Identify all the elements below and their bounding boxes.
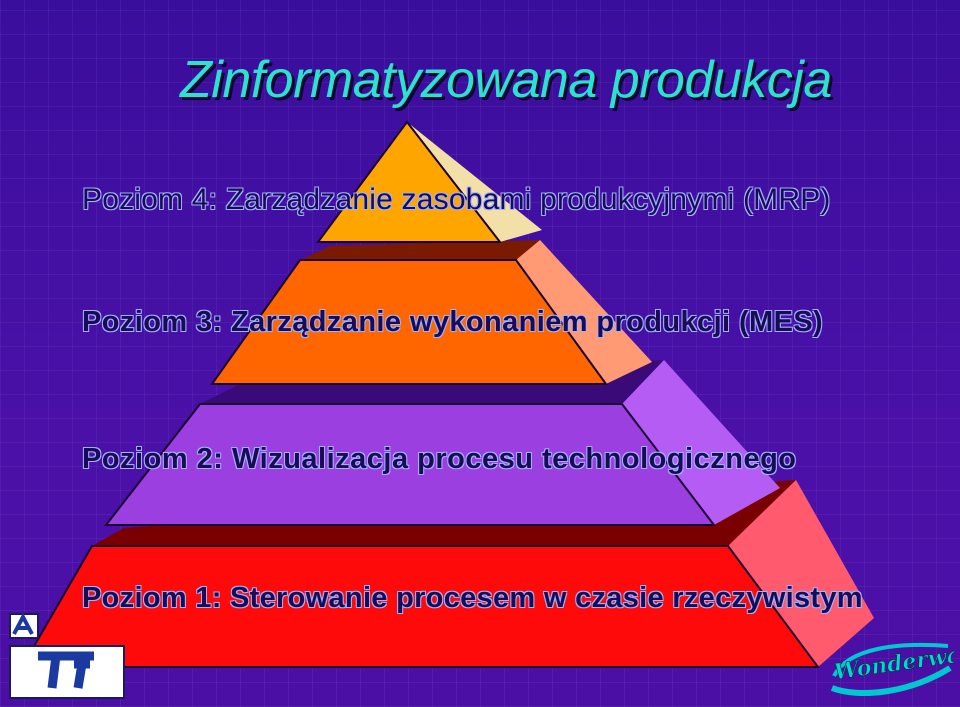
level-1-label: Poziom 1: Sterowanie procesem w czasie r…	[82, 582, 863, 614]
level-4-label: Poziom 4: Zarządzanie zasobami produkcyj…	[82, 183, 831, 216]
company-logo-left	[9, 612, 125, 699]
wonderware-logo: Wonderware	[830, 638, 954, 697]
level-2-label: Poziom 2: Wizualizacja procesu technolog…	[82, 443, 797, 475]
pyramid-level-3	[210, 240, 652, 385]
slide-title: Zinformatyzowana produkcja	[180, 51, 832, 109]
pyramid-level-4	[316, 120, 542, 243]
level-3-label: Poziom 3: Zarządzanie wykonaniem produkc…	[82, 306, 824, 338]
